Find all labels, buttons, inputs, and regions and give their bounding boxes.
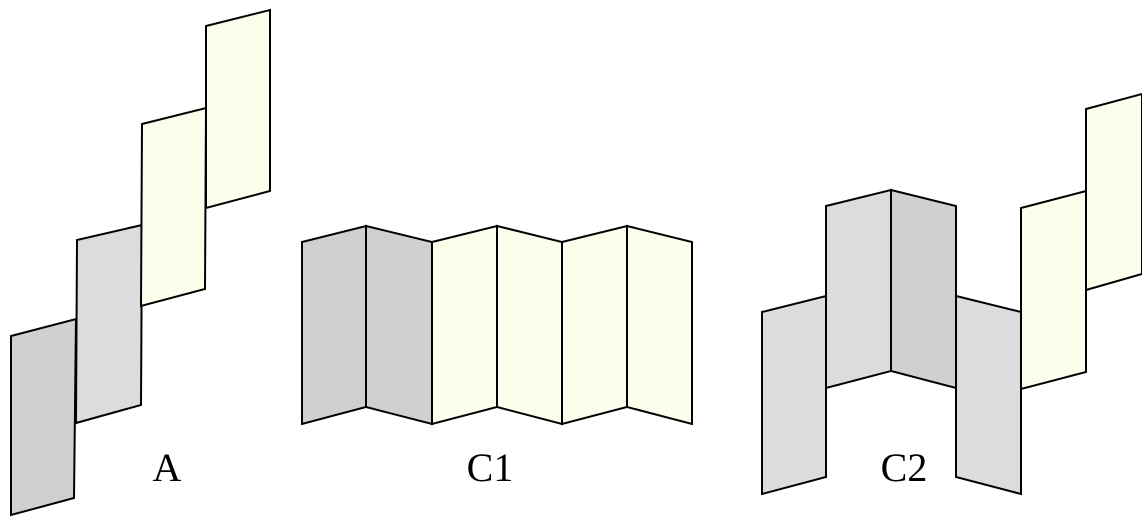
- figure-c1-panel-4: [496, 224, 563, 426]
- figure-c1-panel-3: [431, 224, 498, 426]
- figure-c2-panel-2: [825, 188, 892, 390]
- figure-a: A: [10, 8, 271, 517]
- figure-c2-panel-4: [955, 294, 1022, 496]
- figure-c2-label: C2: [881, 445, 928, 490]
- figure-a-panel-1: [10, 317, 78, 517]
- figure-c1-label: C1: [467, 445, 514, 490]
- figure-a-label: A: [153, 445, 182, 490]
- figure-c1: C1: [301, 224, 693, 490]
- figure-c1-panel-6: [626, 224, 693, 426]
- figure-a-panel-3: [139, 106, 208, 308]
- figure-c1-panel-2: [365, 224, 433, 426]
- figure-c2-panel-5: [1020, 189, 1087, 391]
- figure-c1-panel-5: [561, 224, 628, 426]
- figure-a-panel-4: [205, 8, 271, 210]
- figure-c2-panel-3: [890, 188, 957, 390]
- figure-c2-panel-1: [761, 294, 827, 496]
- figure-c2-panel-6: [1085, 92, 1142, 292]
- figure-c2: C2: [761, 92, 1142, 496]
- figure-a-panel-2: [74, 223, 144, 425]
- figure-c1-panel-1: [301, 224, 367, 426]
